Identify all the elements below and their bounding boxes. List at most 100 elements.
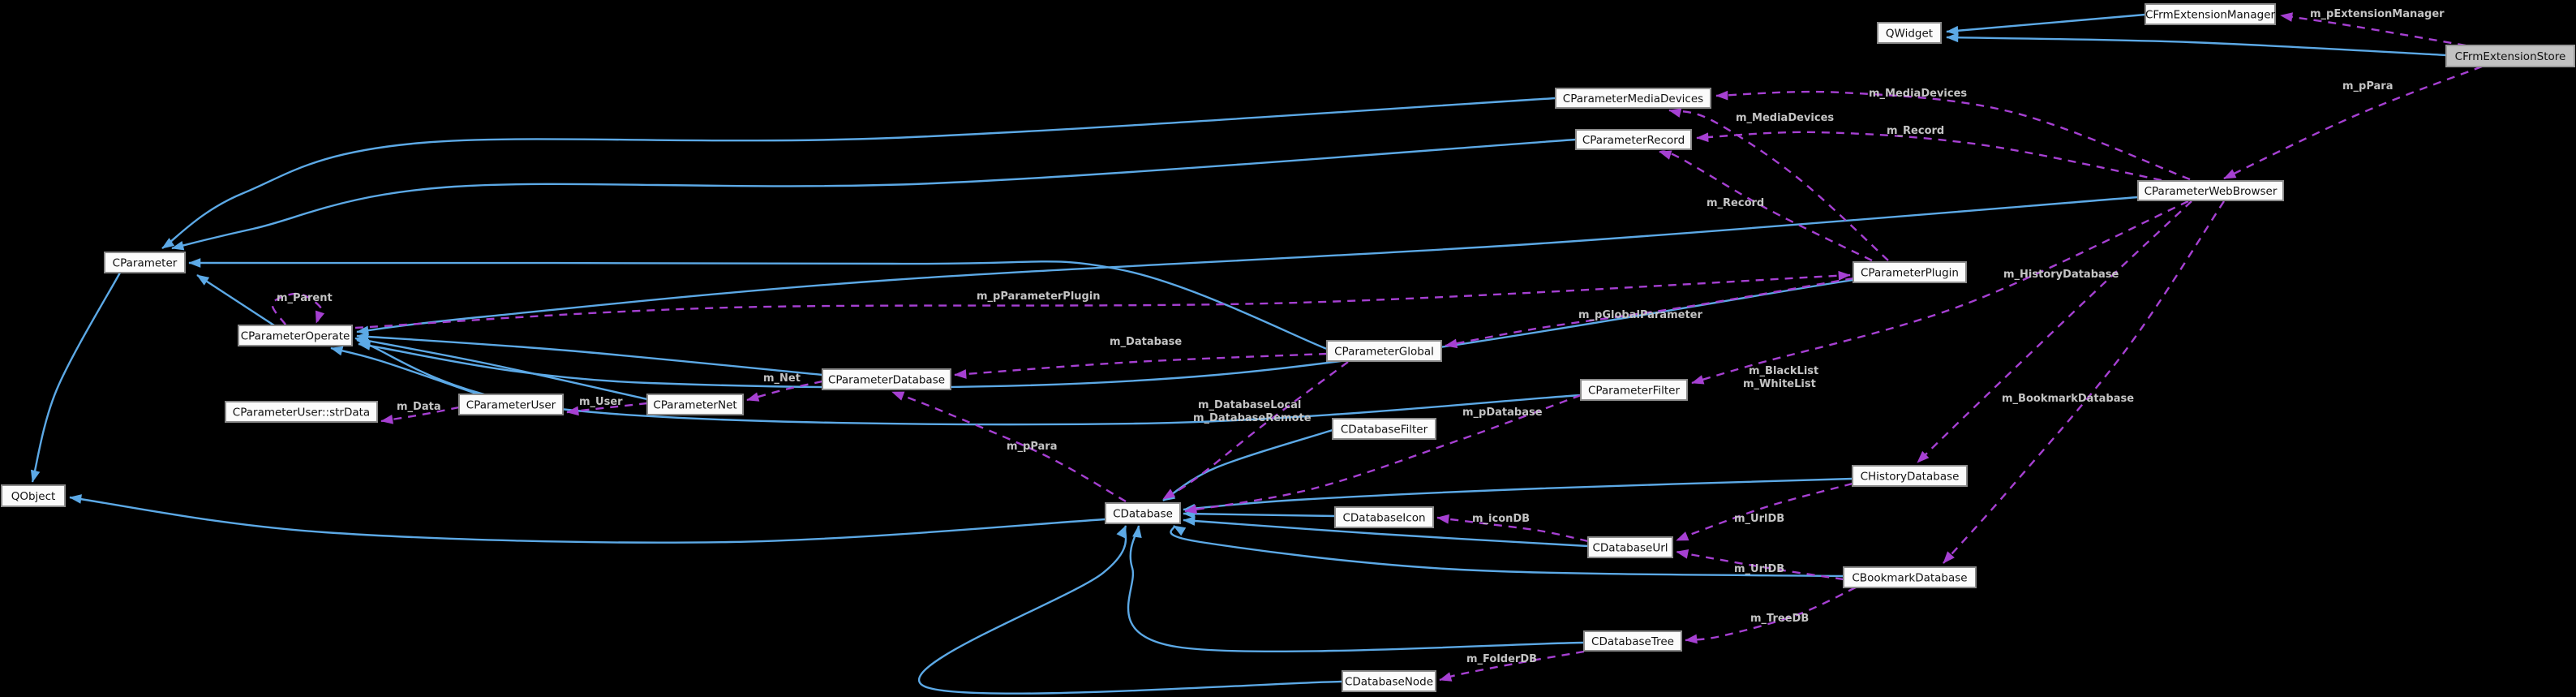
class-node-label-CParameterUser: CParameterUser (466, 399, 556, 412)
edge-label-m_MediaDevices: m_MediaDevices (1736, 112, 1834, 124)
class-node-QWidget[interactable]: QWidget (1877, 22, 1942, 44)
class-node-CParameterOperate[interactable]: CParameterOperate (238, 325, 353, 346)
class-node-box-QObject[interactable] (1, 484, 66, 507)
class-node-label-CParameterFilter: CParameterFilter (1588, 385, 1681, 398)
class-node-CParameterGlobal[interactable]: CParameterGlobal (1326, 340, 1442, 362)
class-node-box-CFrmExtensionStore[interactable] (2445, 45, 2575, 67)
class-node-label-CDatabaseNode: CDatabaseNode (1345, 676, 1433, 689)
edge-member-CBookmarkDatabase-to-CDatabaseTree (1685, 586, 1857, 644)
edge-label-m_Record: m_Record (1887, 125, 1944, 137)
edge-member-CParameterOperate-to-CParameterPlugin (354, 270, 1851, 329)
class-node-CParameterFilter[interactable]: CParameterFilter (1580, 379, 1688, 401)
class-node-CParameterWebBrowser[interactable]: CParameterWebBrowser (2137, 180, 2284, 201)
class-node-box-CDatabaseTree[interactable] (1583, 630, 1682, 652)
class-node-CParameterMediaDevices[interactable]: CParameterMediaDevices (1555, 88, 1711, 109)
class-node-CDatabaseIcon[interactable]: CDatabaseIcon (1334, 506, 1434, 528)
class-node-box-CParameterUser::strData[interactable] (225, 401, 378, 423)
class-node-CDatabase[interactable]: CDatabase (1105, 502, 1181, 524)
class-node-CParameterNet[interactable]: CParameterNet (646, 394, 744, 415)
class-node-box-CDatabaseFilter[interactable] (1332, 418, 1436, 440)
edge-label-m_iconDB: m_iconDB (1472, 513, 1530, 525)
edge-label-m_pPara: m_pPara (2342, 80, 2394, 93)
class-node-box-CParameterOperate[interactable] (238, 325, 353, 346)
edge-member-CParameterWebBrowser-to-CParameterFilter (1691, 200, 2189, 385)
edge-label-m_WhiteList: m_WhiteList (1743, 378, 1816, 390)
edge-member-CDatabase-to-CParameterDatabase (891, 390, 1127, 503)
class-node-box-CFrmExtensionManager[interactable] (2145, 3, 2276, 25)
edge-label-m_Data: m_Data (397, 401, 441, 413)
class-node-box-CDatabaseIcon[interactable] (1334, 506, 1434, 528)
class-node-label-CParameterPlugin: CParameterPlugin (1861, 267, 1959, 280)
class-node-box-CDatabaseNode[interactable] (1342, 670, 1436, 692)
edge-inherit-CParameterWebBrowser-to-CParameterOperate (356, 196, 2139, 336)
edge-inherit-CParameterRecord-to-CParameter (171, 138, 1577, 251)
class-node-CParameterRecord[interactable]: CParameterRecord (1575, 129, 1692, 150)
class-node-QObject[interactable]: QObject (1, 484, 66, 507)
edge-label-m_pGlobalParameter: m_pGlobalParameter (1578, 309, 1702, 321)
class-node-CParameterDatabase[interactable]: CParameterDatabase (822, 368, 951, 390)
class-node-CDatabaseUrl[interactable]: CDatabaseUrl (1587, 536, 1673, 558)
edge-member-CParameterPlugin-to-CParameterGlobal (1445, 277, 1854, 349)
class-node-CDatabaseFilter[interactable]: CDatabaseFilter (1332, 418, 1436, 440)
class-node-box-CParameterUser[interactable] (458, 394, 564, 415)
edge-label-m_Database: m_Database (1110, 336, 1182, 348)
edge-member-CParameterPlugin-to-CParameterMediaDevices (1668, 108, 1889, 261)
edge-member-CParameterWebBrowser-to-CParameterRecord (1696, 131, 2162, 182)
edge-member-CDatabaseUrl-to-CDatabaseIcon (1436, 514, 1589, 543)
edge-label-m_FolderDB: m_FolderDB (1466, 653, 1537, 665)
class-node-label-CParameterDatabase: CParameterDatabase (828, 374, 945, 387)
edge-label-m_HistoryDatabase: m_HistoryDatabase (2003, 269, 2119, 281)
edge-label-m_Net: m_Net (763, 372, 801, 385)
edge-inherit-CDatabaseFilter-to-CDatabase (1162, 428, 1333, 502)
edge-inherit-CParameterFilter-to-CParameterOperate (356, 338, 1582, 426)
edge-inherit-CParameterNet-to-CParameterOperate (354, 335, 648, 401)
class-node-box-CBookmarkDatabase[interactable] (1843, 566, 1977, 588)
edge-inherit-CParameterDatabase-to-CParameterOperate (356, 332, 823, 376)
class-node-CHistoryDatabase[interactable]: CHistoryDatabase (1852, 465, 1968, 487)
class-node-label-CDatabaseIcon: CDatabaseIcon (1342, 512, 1425, 525)
class-node-box-CParameterDatabase[interactable] (822, 368, 951, 390)
class-node-CParameterUser::strData[interactable]: CParameterUser::strData (225, 401, 378, 423)
class-node-label-CDatabaseTree: CDatabaseTree (1591, 635, 1674, 648)
edge-label-m_pDatabase: m_pDatabase (1462, 407, 1543, 419)
class-node-box-CParameterMediaDevices[interactable] (1555, 88, 1711, 109)
class-node-label-CBookmarkDatabase: CBookmarkDatabase (1852, 572, 1967, 585)
edge-inherit-CDatabaseTree-to-CDatabase (1127, 525, 1585, 653)
class-node-box-CParameterGlobal[interactable] (1326, 340, 1442, 362)
class-node-box-CParameterPlugin[interactable] (1853, 261, 1967, 283)
class-node-box-CDatabaseUrl[interactable] (1587, 536, 1673, 558)
class-node-box-CParameter[interactable] (104, 252, 186, 273)
class-node-CFrmExtensionManager[interactable]: CFrmExtensionManager (2145, 3, 2276, 25)
class-node-box-CParameterNet[interactable] (646, 394, 744, 415)
edge-inherit-CFrmExtensionManager-to-QWidget (1946, 13, 2146, 36)
edge-inherit-CParameterMediaDevices-to-CParameter (161, 97, 1556, 249)
edge-labels-layer: m_pExtensionManagerm_pParam_MediaDevices… (277, 8, 2445, 665)
edges-layer (30, 12, 2483, 695)
class-node-box-CParameterRecord[interactable] (1575, 129, 1692, 150)
edge-member-CParameterWebBrowser-to-CParameterMediaDevices (1715, 90, 2191, 181)
class-node-box-CParameterFilter[interactable] (1580, 379, 1688, 401)
class-node-label-CParameterNet: CParameterNet (653, 399, 736, 412)
edge-inherit-CFrmExtensionStore-to-QWidget (1946, 32, 2447, 57)
class-node-CParameter[interactable]: CParameter (104, 252, 186, 273)
class-node-CDatabaseTree[interactable]: CDatabaseTree (1583, 630, 1682, 652)
class-node-label-CDatabase: CDatabase (1113, 508, 1173, 521)
edge-inherit-CParameterGlobal-to-CParameter (188, 258, 1328, 351)
class-node-label-CParameterMediaDevices: CParameterMediaDevices (1563, 93, 1703, 105)
class-node-label-CParameter: CParameter (113, 257, 178, 270)
class-node-CBookmarkDatabase[interactable]: CBookmarkDatabase (1843, 566, 1977, 588)
class-node-CParameterPlugin[interactable]: CParameterPlugin (1853, 261, 1967, 283)
edge-inherit-CBookmarkDatabase-to-CDatabase (1170, 524, 1844, 578)
class-node-box-CHistoryDatabase[interactable] (1852, 465, 1968, 487)
class-node-CDatabaseNode[interactable]: CDatabaseNode (1342, 670, 1436, 692)
edge-inherit-CParameterOperate-to-CParameter (196, 273, 275, 327)
class-node-box-CParameterWebBrowser[interactable] (2137, 180, 2284, 201)
class-node-CFrmExtensionStore[interactable]: CFrmExtensionStore (2445, 45, 2575, 67)
edge-inherit-CDatabaseNode-to-CDatabase (917, 525, 1343, 695)
edge-member-CParameterOperate-to-CParameterOperate (271, 292, 325, 325)
class-node-CParameterUser[interactable]: CParameterUser (458, 394, 564, 415)
class-node-box-CDatabase[interactable] (1105, 502, 1181, 524)
class-node-box-QWidget[interactable] (1877, 22, 1942, 44)
